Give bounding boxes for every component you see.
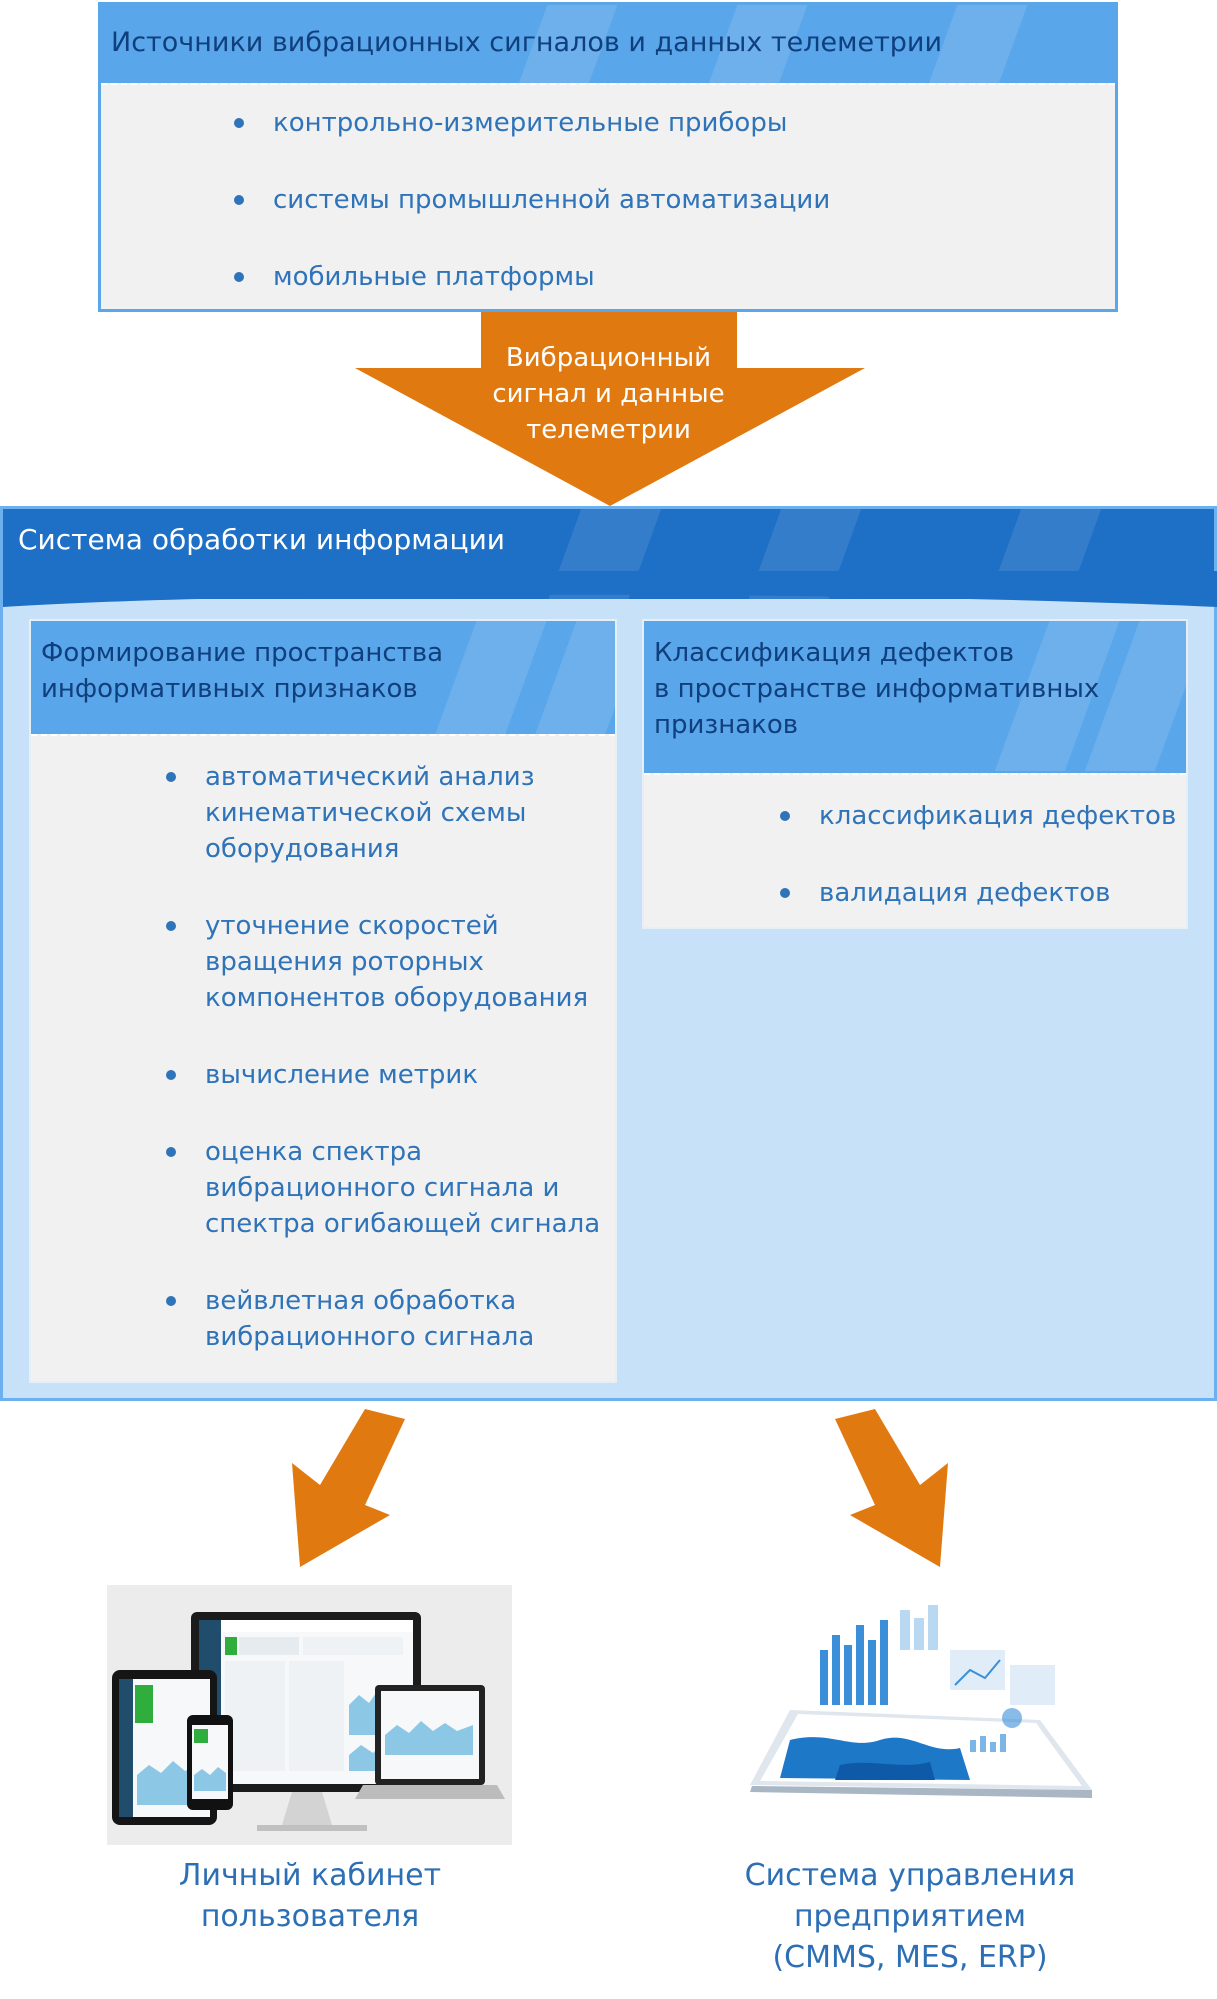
list-item: классификация дефектов — [780, 798, 1176, 834]
list-item: мобильные платформы — [234, 259, 830, 295]
defect-classification-card-header: Классификация дефектов в пространстве ин… — [644, 621, 1186, 773]
down-left-arrow-icon — [292, 1409, 405, 1567]
user-account-caption: Личный кабинет пользователя — [178, 1858, 442, 1934]
bullet-icon — [166, 1147, 176, 1157]
bullet-icon — [234, 195, 244, 205]
enterprise-system-caption: Система управления предприятием (CMMS, M… — [744, 1858, 1076, 1975]
list-item: контрольно-измерительные приборы — [234, 105, 830, 141]
sources-list: контрольно-измерительные приборы системы… — [234, 105, 830, 295]
processing-system-block: Система обработки информации Формировани… — [0, 506, 1217, 1401]
processing-title: Система обработки информации — [18, 523, 505, 556]
feature-space-card-title: Формирование пространства информативных … — [41, 638, 444, 704]
bullet-icon — [780, 888, 790, 898]
bullet-icon — [234, 118, 244, 128]
bullet-icon — [166, 921, 176, 931]
down-right-arrow-icon — [835, 1409, 948, 1567]
bullet-icon — [234, 272, 244, 282]
defect-classification-card-title: Классификация дефектов в пространстве ин… — [654, 638, 1100, 740]
feature-space-card-header: Формирование пространства информативных … — [31, 621, 615, 734]
bullet-icon — [166, 1070, 176, 1080]
bullet-icon — [166, 772, 176, 782]
down-arrow-icon — [355, 312, 865, 506]
sources-header: Источники вибрационных сигналов и данных… — [101, 5, 1115, 83]
defect-classification-list: классификация дефектов валидация дефекто… — [780, 798, 1176, 911]
list-item: системы промышленной автоматизации — [234, 182, 830, 218]
user-devices-image — [107, 1585, 512, 1845]
arrow-label: Вибрационный сигнал и данные телеметрии — [492, 343, 725, 445]
list-item: валидация дефектов — [780, 875, 1176, 911]
enterprise-analytics-image — [750, 1605, 1092, 1798]
sources-title: Источники вибрационных сигналов и данных… — [111, 27, 943, 58]
sources-block: Источники вибрационных сигналов и данных… — [98, 2, 1118, 312]
header-wave — [3, 571, 1217, 607]
bullet-icon — [166, 1296, 176, 1306]
feature-space-card: Формирование пространства информативных … — [29, 619, 617, 1383]
defect-classification-card: Классификация дефектов в пространстве ин… — [642, 619, 1188, 929]
bullet-icon — [780, 811, 790, 821]
list-item: вычисление метрик — [166, 1057, 605, 1093]
